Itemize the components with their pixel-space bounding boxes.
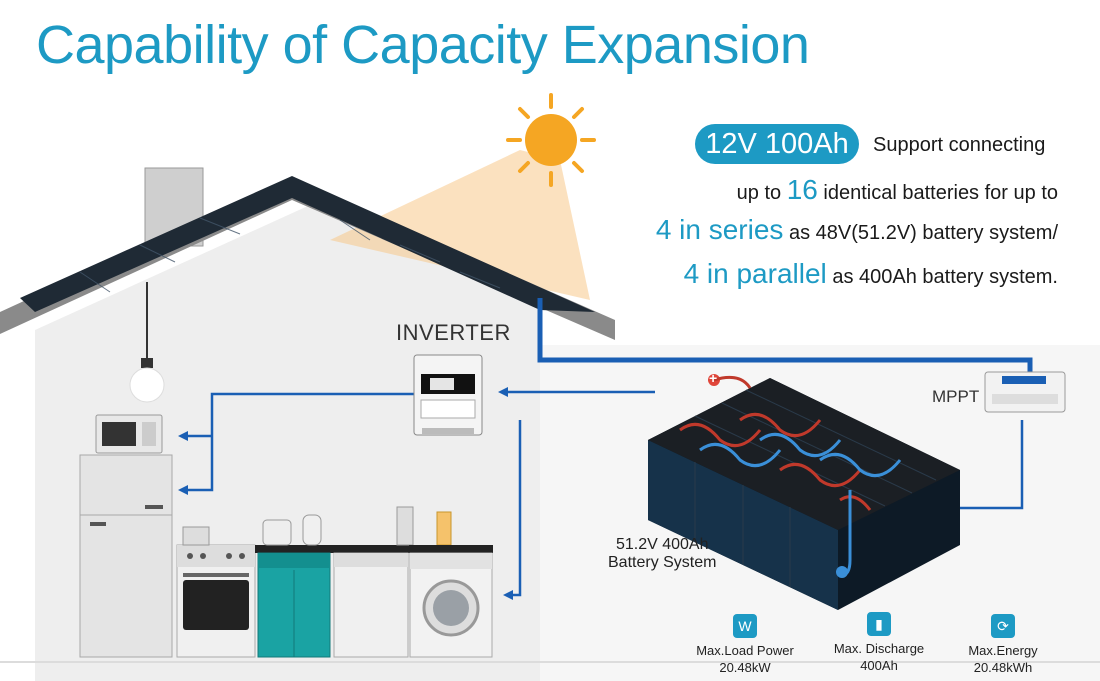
spec-load-power: W Max.Load Power 20.48kW [670, 614, 820, 676]
energy-icon: ⟳ [991, 614, 1015, 638]
battery-icon: ▮ [867, 612, 891, 636]
toaster [262, 519, 292, 546]
description-text: as 48V(51.2V) battery system/ [783, 222, 1058, 244]
positive-terminal-label: + [709, 370, 718, 386]
battery-name: Battery System [608, 554, 717, 571]
description-text: identical batteries for up to [817, 182, 1058, 204]
spec-value: 400Ah [860, 658, 898, 673]
inverter-unit [413, 354, 483, 436]
spec-value: 20.48kW [719, 660, 771, 675]
spec-value: 20.48kWh [973, 660, 1033, 675]
sun-beam [330, 150, 590, 300]
spec-badge: 12V 100Ah [695, 124, 859, 164]
dishwasher [333, 545, 409, 658]
battery-bank [648, 374, 960, 610]
battery-spec: 51.2V 400Ah [615, 536, 709, 553]
arrow-head [503, 590, 513, 600]
description-line-4: 4 in parallel as 400Ah battery system. [684, 258, 1058, 290]
series-highlight: 4 in series [655, 214, 784, 245]
spec-label: Max.Load Power [696, 643, 794, 658]
spec-discharge: ▮ Max. Discharge 400Ah [804, 612, 954, 674]
lamp-bulb [129, 367, 165, 403]
inverter-label: INVERTER [396, 320, 511, 345]
cabinet [255, 545, 333, 658]
blender [396, 506, 414, 546]
juicer [436, 511, 452, 546]
battery-system-label: 51.2V 400Ah Battery System [608, 536, 716, 572]
description-line-2: up to 16 identical batteries for up to [737, 174, 1058, 206]
wiring [185, 298, 1033, 597]
fridge [79, 454, 173, 658]
mppt-label: MPPT [932, 387, 980, 406]
parallel-highlight: 4 in parallel [683, 258, 827, 289]
spec-label: Max. Discharge [833, 641, 925, 656]
arrow-head [178, 431, 188, 441]
description-line-1: Support connecting [873, 134, 1046, 156]
battery-count: 16 [786, 174, 818, 205]
arrow-head [498, 387, 508, 397]
spec-energy: ⟳ Max.Energy 20.48kWh [928, 614, 1078, 676]
spec-label: Max.Energy [968, 643, 1038, 658]
sun-icon [506, 93, 596, 187]
kettle [302, 514, 322, 546]
washing-machine [409, 545, 493, 658]
arrow-head [178, 485, 188, 495]
page-title: Capability of Capacity Expansion [36, 15, 810, 75]
mppt-unit [984, 371, 1066, 413]
power-icon: W [733, 614, 757, 638]
microwave [95, 414, 163, 454]
oven [176, 544, 256, 658]
description-text: up to [736, 182, 787, 204]
pot [182, 526, 210, 546]
description-text: as 400Ah battery system. [826, 266, 1058, 288]
description-line-3: 4 in series as 48V(51.2V) battery system… [656, 214, 1058, 246]
